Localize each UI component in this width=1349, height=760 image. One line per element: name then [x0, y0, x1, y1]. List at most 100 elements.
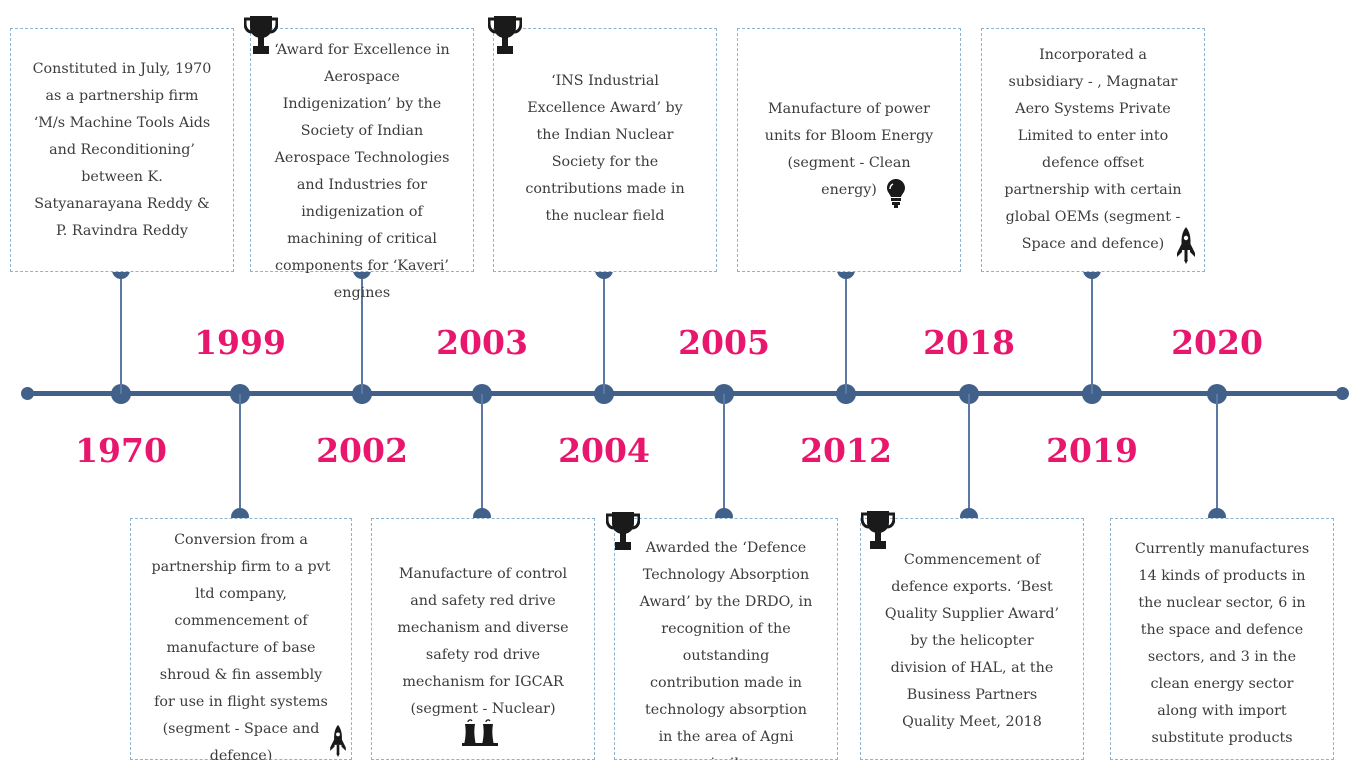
milestone-line: as a partnership firm: [45, 88, 199, 104]
milestone-line: components for ‘Kaveri’: [275, 258, 449, 274]
year-label-1970: 1970: [75, 431, 167, 470]
milestone-line: Business Partners: [906, 687, 1038, 703]
milestone-line: (segment - Space and: [162, 721, 320, 737]
connector-2018: [968, 394, 970, 517]
milestone-card-2002: [250, 28, 474, 272]
milestone-line: and Reconditioning’: [49, 142, 195, 158]
milestone-text-1999: Conversion from a partnership firm to a p…: [130, 527, 352, 760]
milestone-line: commencement of: [174, 613, 308, 629]
milestone-line: Technology Absorption: [642, 567, 810, 583]
milestone-line: (segment - Clean: [787, 155, 911, 171]
milestone-line: machining of critical: [287, 231, 437, 247]
year-label-2005: 2005: [678, 323, 770, 362]
milestone-line: between K.: [81, 169, 163, 185]
connector-2020: [1216, 394, 1218, 517]
milestone-line: Aerospace Technologies: [274, 150, 450, 166]
milestone-line: the nuclear sector, 6 in: [1138, 595, 1306, 611]
milestone-line: Awarded the ‘Defence: [645, 540, 807, 556]
milestone-line: indigenization of: [301, 204, 423, 220]
connector-1970: [120, 270, 122, 394]
milestone-line: Society of Indian: [300, 123, 424, 139]
trophy-icon: [487, 13, 523, 55]
milestone-line: 14 kinds of products in: [1138, 568, 1306, 584]
milestone-line: defence offset: [1042, 155, 1144, 171]
milestone-card-2012: [737, 28, 961, 272]
milestone-line: manufacture of base: [166, 640, 316, 656]
trophy-icon: [243, 13, 279, 55]
milestone-line: partnership firm to a pvt: [151, 559, 331, 575]
milestone-line: units for Bloom Energy: [764, 128, 934, 144]
timeline-axis: [27, 391, 1343, 396]
connector-2012: [845, 270, 847, 394]
lightbulb-icon: [886, 178, 906, 208]
milestone-line: substitute products: [1151, 730, 1293, 746]
milestone-line: Manufacture of control: [398, 566, 568, 582]
milestone-line: safety rod drive: [425, 647, 541, 663]
milestone-line: Conversion from a: [174, 532, 308, 548]
milestone-line: Limited to enter into: [1017, 128, 1169, 144]
milestone-line: contributions made in: [525, 181, 685, 197]
year-label-2018: 2018: [923, 323, 1015, 362]
milestone-line: subsidiary - , Magnatar: [1008, 74, 1178, 90]
milestone-line: contribution made in: [649, 675, 803, 691]
milestone-line: partnership with certain: [1004, 182, 1182, 198]
axis-node-1970: [111, 384, 131, 404]
milestone-line: ‘INS Industrial: [551, 73, 659, 89]
milestone-line: and safety red drive: [410, 593, 556, 609]
year-label-2003: 2003: [436, 323, 528, 362]
year-label-2020: 2020: [1171, 323, 1263, 362]
axis-node-2012: [836, 384, 856, 404]
year-label-2004: 2004: [558, 431, 650, 470]
year-label-2012: 2012: [800, 431, 892, 470]
connector-2003: [481, 394, 483, 517]
connector-2005: [723, 394, 725, 517]
milestone-line: Aero Systems Private: [1015, 101, 1171, 117]
milestone-line: Incorporated a: [1039, 47, 1147, 63]
axis-node-2002: [352, 384, 372, 404]
milestone-line: Society for the: [551, 154, 659, 170]
rocket-icon: [1176, 226, 1196, 264]
milestone-line: shroud & fin assembly: [159, 667, 323, 683]
milestone-line: Manufacture of power: [768, 101, 930, 117]
milestone-line: ltd company,: [195, 586, 287, 602]
milestone-line: energy): [821, 182, 877, 198]
milestone-line: Excellence Award’ by: [527, 100, 683, 116]
trophy-icon: [860, 508, 896, 550]
year-label-2002: 2002: [316, 431, 408, 470]
axis-node-2004: [594, 384, 614, 404]
milestone-line: sectors, and 3 in the: [1147, 649, 1297, 665]
milestone-line: along with import: [1157, 703, 1287, 719]
milestone-line: Commencement of: [903, 552, 1041, 568]
milestone-card-2018: [860, 518, 1084, 760]
milestone-line: Constituted in July, 1970: [32, 61, 212, 77]
milestone-line: missiles: [614, 751, 838, 760]
axis-end-dot: [1336, 387, 1349, 400]
milestone-card-1970: [10, 28, 234, 272]
milestone-line: global OEMs (segment -: [1005, 209, 1181, 225]
milestone-line: Award’ by the DRDO, in: [639, 594, 813, 610]
milestone-line: mechanism and diverse: [397, 620, 569, 636]
milestone-line: division of HAL, at the: [890, 660, 1054, 676]
milestone-card-2004: [493, 28, 717, 272]
milestone-line: P. Ravindra Reddy: [56, 223, 188, 239]
milestone-line: engines: [333, 285, 391, 301]
milestone-line: clean energy sector: [1150, 676, 1294, 692]
milestone-line: the space and defence: [1140, 622, 1304, 638]
connector-2019: [1091, 270, 1093, 394]
milestone-line: ‘Award for Excellence in: [274, 42, 450, 58]
milestone-line: recognition of the: [661, 621, 791, 637]
connector-1999: [239, 394, 241, 517]
milestone-text-2012: Manufacture of power units for Bloom Ener…: [737, 96, 961, 204]
milestone-card-2020: [1110, 518, 1334, 760]
milestone-line: Space and defence): [1021, 236, 1165, 252]
milestone-line: outstanding: [682, 648, 770, 664]
milestone-line: the Indian Nuclear: [536, 127, 674, 143]
milestone-line: defence exports. ‘Best: [891, 579, 1053, 595]
milestone-text-1970: Constituted in July, 1970 as a partnershi…: [10, 56, 234, 245]
